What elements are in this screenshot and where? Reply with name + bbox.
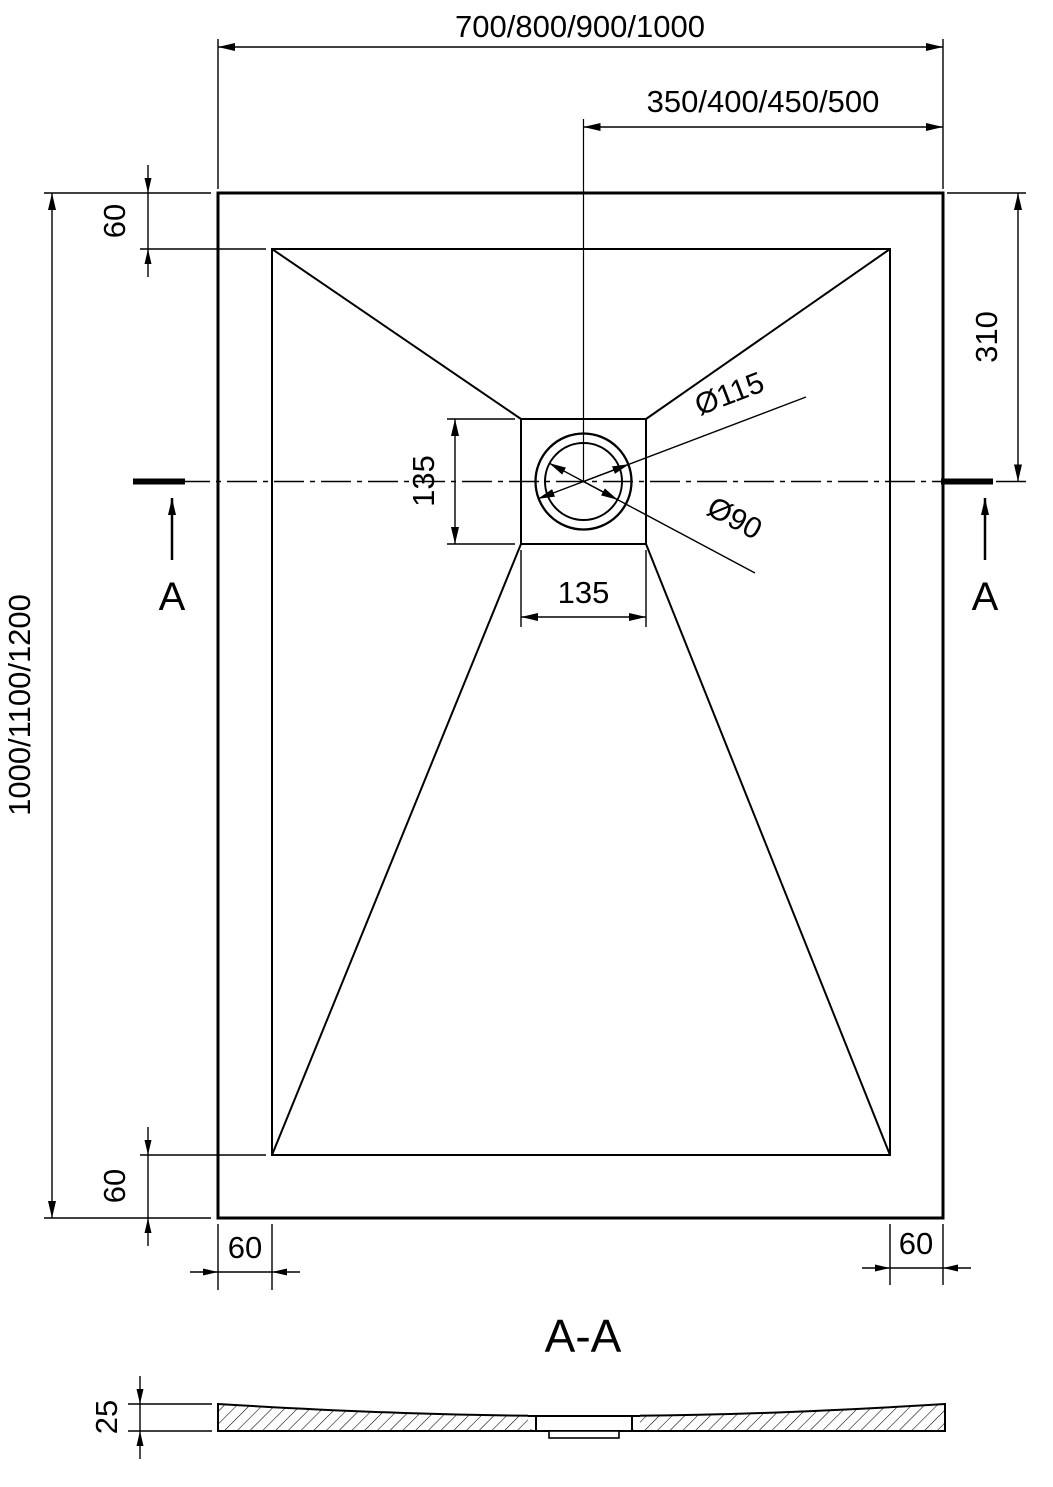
slope-line-top-left	[271, 248, 522, 420]
dim-overall-length: 1000/1100/1200	[2, 192, 211, 1219]
dim-overall-width: 700/800/900/1000	[217, 9, 944, 189]
dim-margin-top-label: 60	[97, 204, 132, 238]
drain-section-body	[535, 1415, 633, 1432]
leader-line	[548, 462, 756, 574]
arrowhead	[136, 1389, 144, 1404]
arrowhead	[272, 1268, 287, 1276]
slope-line-bottom-right	[645, 543, 891, 1156]
drain-outer-dia-label: Ø115	[690, 366, 768, 422]
section-marker-right-label: A	[972, 575, 999, 619]
arrowhead	[144, 249, 152, 264]
dim-thickness: 25	[89, 1376, 212, 1459]
section-cut-line: A A	[133, 119, 999, 619]
leader-arrow	[583, 463, 630, 483]
leader-line	[537, 396, 807, 500]
dim-margin-bottom: 60	[97, 1127, 266, 1246]
slope-line-top-right	[645, 248, 891, 420]
dim-thickness-label: 25	[89, 1400, 124, 1434]
dim-drain-square-width: 135	[520, 550, 647, 627]
dim-margin-left: 60	[190, 1224, 300, 1290]
section-marker-left-label: A	[159, 575, 186, 619]
dim-overall-length-label: 1000/1100/1200	[2, 594, 37, 816]
dim-margin-top: 60	[97, 165, 266, 277]
dim-overall-width-label: 700/800/900/1000	[455, 9, 705, 44]
slope-line-bottom-left	[271, 543, 522, 1156]
dim-margin-bottom-label: 60	[97, 1169, 132, 1203]
dim-margin-left-label: 60	[228, 1230, 262, 1265]
arrowhead	[875, 1264, 890, 1272]
arrowhead	[144, 1218, 152, 1233]
tray-outer-edge	[216, 191, 945, 1220]
dim-half-width-label: 350/400/450/500	[647, 84, 880, 119]
arrowhead	[144, 1140, 152, 1155]
dim-drain-square-width-label: 135	[558, 575, 610, 610]
drain-section-trap	[548, 1430, 620, 1439]
dim-drain-square-height-label: 135	[406, 455, 441, 507]
callout-drain-inner-dia: Ø90	[548, 462, 768, 574]
section-view-title: A-A	[545, 1310, 622, 1362]
dimensions: 700/800/900/1000 350/400/450/500 1000/11…	[2, 9, 1026, 1290]
tray-inner-edge	[271, 248, 891, 1156]
dim-drain-from-top-label: 310	[969, 311, 1004, 363]
plan-view	[216, 191, 945, 1220]
dim-drain-square-height: 135	[406, 418, 515, 545]
section-view: A-A 25	[89, 1310, 946, 1459]
dim-margin-right-label: 60	[899, 1226, 933, 1261]
dim-drain-from-top: 310	[947, 192, 1026, 483]
dim-half-width: 350/400/450/500	[583, 84, 943, 131]
arrowhead	[943, 1264, 958, 1272]
dim-margin-right: 60	[862, 1224, 971, 1285]
arrowhead	[144, 178, 152, 193]
drain-inner-dia-label: Ø90	[702, 491, 768, 547]
leader-arrow	[583, 480, 619, 501]
arrowhead	[203, 1268, 218, 1276]
arrowhead	[136, 1431, 144, 1446]
